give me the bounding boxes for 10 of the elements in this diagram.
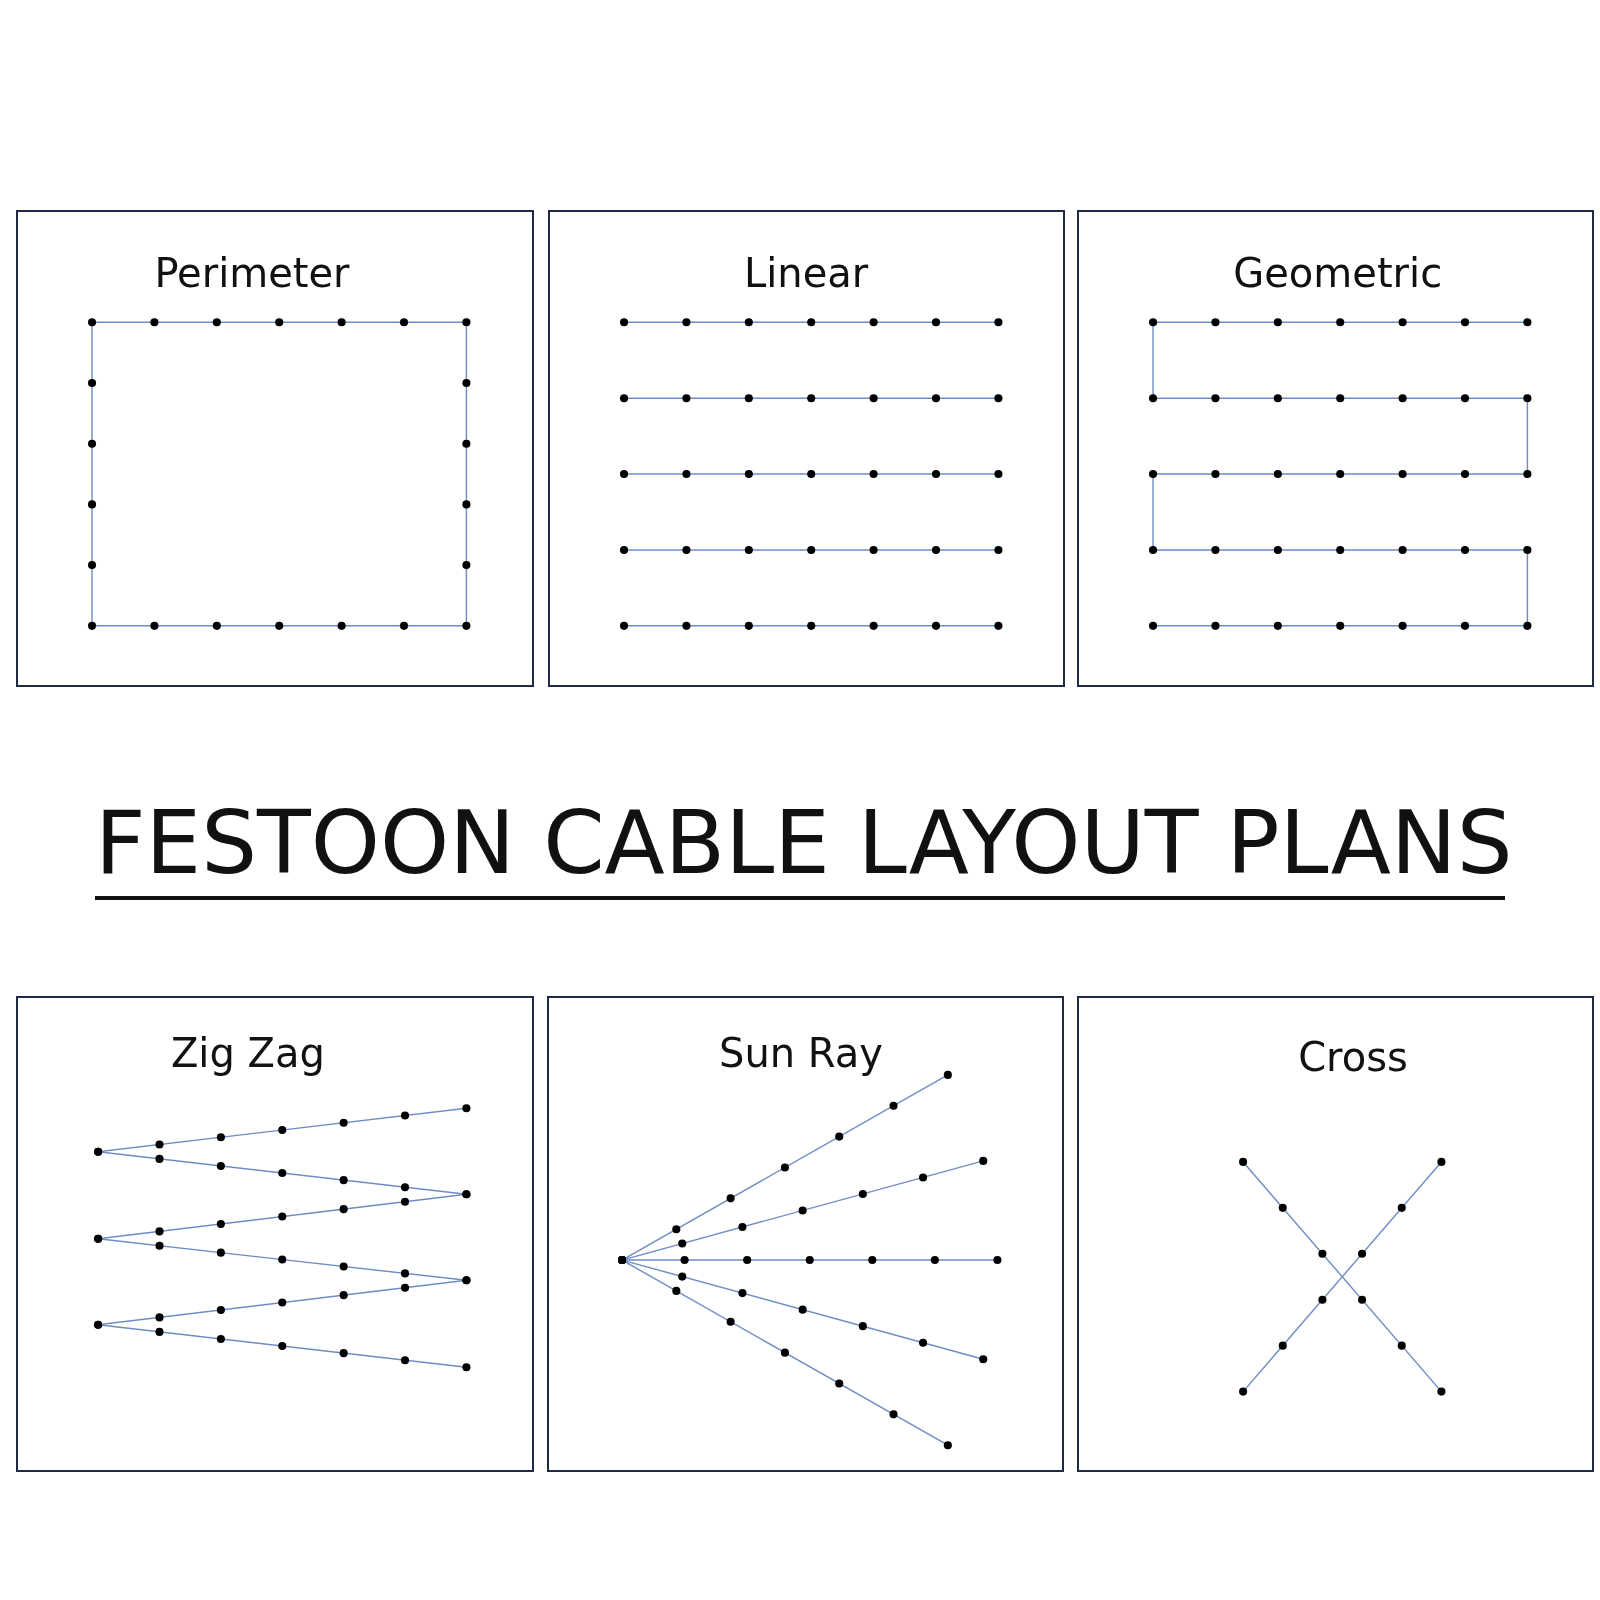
panel-title: Linear [743, 253, 869, 293]
panel-title: Perimeter [154, 253, 350, 293]
panel-title: Cross [1298, 1036, 1408, 1077]
layout-panel [547, 210, 1066, 687]
layout-panel [1076, 210, 1594, 687]
layout-panel [1076, 995, 1594, 1473]
panel-title: Geometric [1233, 253, 1443, 293]
layout-panel [546, 995, 1065, 1473]
layout-panel [16, 210, 534, 687]
layout-panel [16, 995, 534, 1473]
